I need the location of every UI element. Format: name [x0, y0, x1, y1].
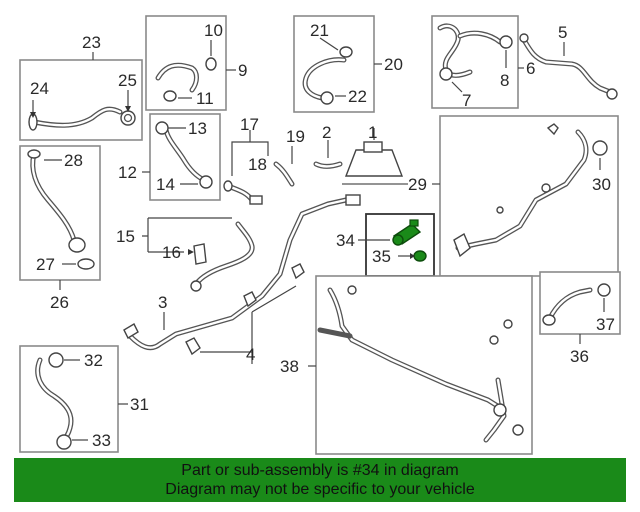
fitting-part-34 — [392, 219, 422, 246]
callout-20: 20 — [384, 55, 403, 74]
clamp-part-18 — [249, 195, 263, 205]
reservoir-part-1 — [342, 141, 408, 185]
hose-part-31 — [35, 352, 74, 450]
hose-part-24 — [28, 106, 123, 131]
callout-9: 9 — [238, 61, 247, 80]
callout-37: 37 — [596, 315, 615, 334]
oring-part-35 — [413, 250, 427, 262]
callout-34: 34 — [336, 231, 355, 250]
callout-6: 6 — [526, 59, 535, 78]
banner-line-1: Part or sub-assembly is #34 in diagram — [181, 462, 459, 479]
callout-26: 26 — [50, 293, 69, 312]
callout-8: 8 — [500, 71, 509, 90]
callout-14: 14 — [156, 175, 175, 194]
part-notice-banner: Part or sub-assembly is #34 in diagram D… — [14, 458, 626, 502]
callout-33: 33 — [92, 431, 111, 450]
callout-3: 3 — [158, 293, 167, 312]
callout-23: 23 — [82, 33, 101, 52]
callout-4: 4 — [246, 345, 255, 364]
hose-part-6 — [437, 23, 513, 81]
callout-29: 29 — [408, 175, 427, 194]
callout-27: 27 — [36, 255, 55, 274]
callout-32: 32 — [84, 351, 103, 370]
callout-17: 17 — [240, 115, 259, 134]
pipe-part-29 — [453, 123, 608, 258]
callout-7: 7 — [462, 91, 471, 110]
callout-19: 19 — [286, 127, 305, 146]
callout-12: 12 — [118, 163, 137, 182]
callout-24: 24 — [30, 79, 49, 98]
callout-31: 31 — [130, 395, 149, 414]
hose-part-9 — [155, 57, 217, 102]
pipe-part-38 — [317, 285, 524, 443]
callout-28: 28 — [64, 151, 83, 170]
pipe-part-15 — [190, 221, 255, 292]
hose-part-19 — [273, 161, 295, 187]
callout-13: 13 — [188, 119, 207, 138]
box-part-38 — [315, 275, 533, 455]
callout-1: 1 — [368, 123, 377, 142]
callout-10: 10 — [204, 21, 223, 40]
hose-part-20 — [302, 46, 353, 105]
clip-part-16 — [193, 243, 207, 265]
hose-part-17 — [223, 180, 255, 203]
callout-11: 11 — [196, 89, 214, 108]
pipe-part-3 — [123, 194, 361, 351]
callout-15: 15 — [116, 227, 135, 246]
box-part-29 — [439, 115, 619, 277]
parts-diagram: 23 24 25 10 11 9 21 22 20 8 7 6 — [19, 15, 621, 455]
callout-25: 25 — [118, 71, 137, 90]
pipe-part-5 — [519, 33, 618, 100]
callout-30: 30 — [592, 175, 611, 194]
hose-part-2 — [313, 161, 343, 169]
callout-22: 22 — [348, 87, 367, 106]
callout-38: 38 — [280, 357, 299, 376]
banner-line-2: Diagram may not be specific to your vehi… — [165, 481, 475, 498]
callout-36: 36 — [570, 347, 589, 366]
callout-35: 35 — [372, 247, 391, 266]
box-part-20 — [293, 15, 375, 113]
callout-5: 5 — [558, 23, 567, 42]
callout-2: 2 — [322, 123, 331, 142]
clamp-part-25 — [120, 110, 136, 126]
callout-18: 18 — [248, 155, 267, 174]
callout-21: 21 — [310, 21, 329, 40]
box-part-23 — [19, 59, 143, 141]
hose-part-36 — [542, 283, 611, 326]
callout-16: 16 — [162, 243, 181, 262]
hose-part-26 — [27, 149, 95, 270]
bracket-part-4 — [185, 263, 305, 356]
hose-part-12 — [155, 121, 213, 189]
